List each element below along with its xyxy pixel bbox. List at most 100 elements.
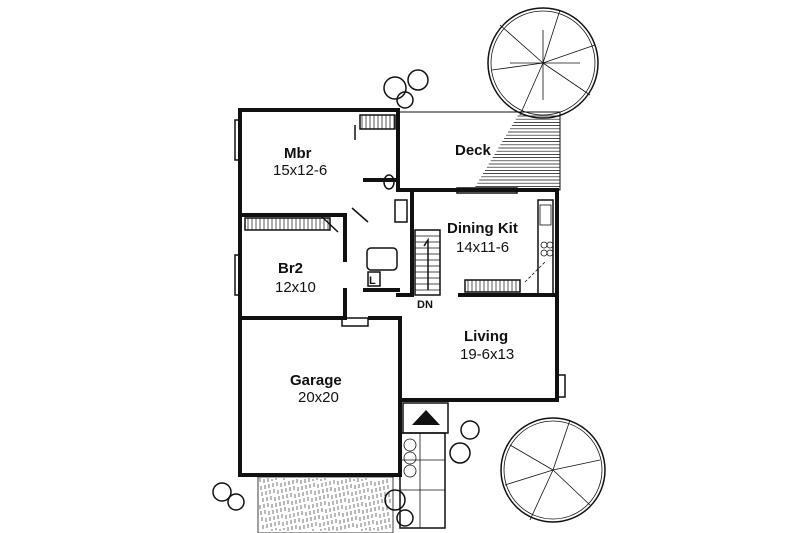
driveway-texture-dot <box>289 487 291 489</box>
driveway-texture-dot <box>318 492 320 494</box>
driveway-texture-dot <box>310 490 312 492</box>
driveway-texture-dot <box>317 511 319 513</box>
driveway-texture-dot <box>348 526 350 528</box>
driveway-texture-dot <box>263 504 265 506</box>
driveway-texture-dot <box>294 494 296 496</box>
bath-fixtures <box>366 174 408 287</box>
driveway-texture-dot <box>354 485 356 487</box>
driveway-texture-dot <box>355 516 357 518</box>
driveway-texture-dot <box>290 495 292 497</box>
driveway-texture-dot <box>293 488 295 490</box>
driveway-texture-dot <box>331 522 333 524</box>
driveway-texture-dot <box>346 487 348 489</box>
driveway-texture-dot <box>320 479 322 481</box>
driveway-texture-dot <box>388 493 390 495</box>
driveway-texture-dot <box>305 485 307 487</box>
driveway-texture-dot <box>375 490 377 492</box>
driveway-texture-dot <box>360 498 362 500</box>
driveway-texture-dot <box>333 480 335 482</box>
driveway-texture-dot <box>285 515 287 517</box>
driveway-texture-dot <box>366 482 368 484</box>
driveway-texture-dot <box>362 483 364 485</box>
driveway-texture-dot <box>313 485 315 487</box>
driveway-texture-dot <box>291 501 293 503</box>
driveway-texture-dot <box>338 514 340 516</box>
driveway-texture-dot <box>359 490 361 492</box>
driveway-texture-dot <box>317 484 319 486</box>
driveway-texture-dot <box>284 484 286 486</box>
driveway-texture-dot <box>324 528 326 530</box>
driveway-texture-dot <box>270 496 272 498</box>
driveway-texture-dot <box>281 491 283 493</box>
driveway-texture-dot <box>331 497 333 499</box>
driveway-texture-dot <box>376 521 378 523</box>
driveway-texture-dot <box>382 482 384 484</box>
driveway-texture-dot <box>359 517 361 519</box>
driveway-texture-dot <box>269 490 271 492</box>
driveway-texture-dot <box>336 529 338 531</box>
driveway-texture-dot <box>311 500 313 502</box>
driveway-texture-dot <box>363 489 365 491</box>
driveway-texture-dot <box>308 478 310 480</box>
driveway-texture-dot <box>315 499 317 501</box>
driveway-texture-dot <box>301 513 303 515</box>
driveway-texture-dot <box>380 522 382 524</box>
driveway-texture-dot <box>370 510 372 512</box>
driveway-texture-dot <box>302 521 304 523</box>
driveway-texture-dot <box>294 521 296 523</box>
driveway-texture-dot <box>338 487 340 489</box>
driveway-texture-dot <box>378 508 380 510</box>
driveway-texture-dot <box>325 482 327 484</box>
driveway-texture-dot <box>292 482 294 484</box>
driveway-texture-dot <box>367 517 369 519</box>
driveway-texture-dot <box>353 504 355 506</box>
driveway-texture-dot <box>334 515 336 517</box>
driveway-texture-dot <box>298 493 300 495</box>
windows <box>234 119 566 398</box>
tree-bottom-right <box>500 417 606 523</box>
driveway-texture-dot <box>389 526 391 528</box>
driveway-texture-dot <box>268 484 270 486</box>
driveway-texture-dot <box>292 507 294 509</box>
driveway-texture-dot <box>272 483 274 485</box>
driveway-texture-dot <box>364 497 366 499</box>
driveway-texture-dot <box>303 527 305 529</box>
driveway-texture-dot <box>281 516 283 518</box>
driveway-texture-dot <box>315 497 317 499</box>
driveway-texture-dot <box>381 526 383 528</box>
driveway-texture-dot <box>331 495 333 497</box>
driveway-texture-dot <box>295 502 297 504</box>
driveway-texture-dot <box>310 517 312 519</box>
driveway-texture-dot <box>299 528 301 530</box>
driveway-texture-dot <box>286 496 288 498</box>
driveway-texture-dot <box>312 529 314 531</box>
driveway-texture-dot <box>322 491 324 493</box>
driveway-texture-dot <box>382 480 384 482</box>
doors <box>319 125 518 327</box>
driveway-texture-dot <box>306 493 308 495</box>
driveway-texture-dot <box>322 516 324 518</box>
driveway-texture-dot <box>384 519 386 521</box>
driveway-texture-dot <box>335 519 337 521</box>
driveway-texture-dot <box>282 497 284 499</box>
driveway-texture-dot <box>368 496 370 498</box>
driveway-texture-dot <box>341 480 343 482</box>
driveway-texture-dot <box>336 527 338 529</box>
driveway-texture-dot <box>350 511 352 513</box>
driveway-texture-dot <box>285 517 287 519</box>
driveway-texture-dot <box>357 505 359 507</box>
driveway-texture-dot <box>306 491 308 493</box>
driveway-texture-dot <box>297 514 299 516</box>
driveway-texture-dot <box>323 522 325 524</box>
driveway-texture-dot <box>322 489 324 491</box>
driveway-texture-dot <box>379 487 381 489</box>
driveway-texture-dot <box>310 519 312 521</box>
driveway-texture-dot <box>335 521 337 523</box>
driveway-texture-dot <box>378 481 380 483</box>
driveway-texture-dot <box>350 486 352 488</box>
driveway-texture-dot <box>332 503 334 505</box>
driveway-texture-dot <box>266 497 268 499</box>
driveway-texture-dot <box>278 521 280 523</box>
driveway-texture-dot <box>296 481 298 483</box>
driveway-texture-dot <box>348 524 350 526</box>
